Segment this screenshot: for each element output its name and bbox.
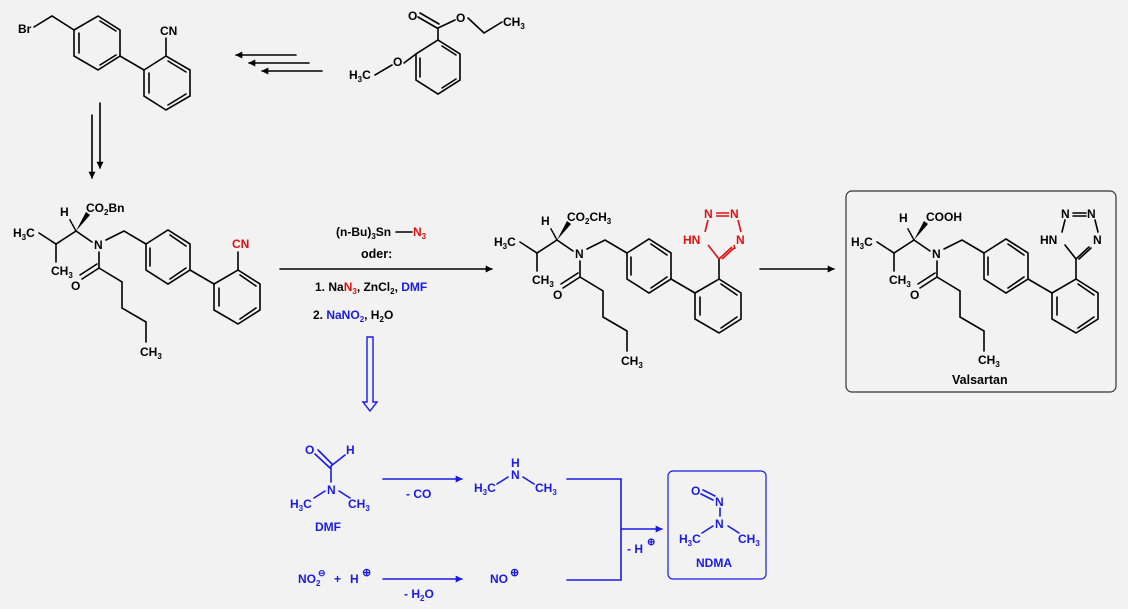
minus-charge: ⊖ [318,568,326,578]
dmf-ch3-label: CH3 [348,497,370,513]
h-label: H [60,205,69,219]
reagent-step-2: 2. NaNO2, H2O [313,308,393,324]
tetrazole-n2: N [730,207,739,221]
carbonyl-o-label: O [408,9,417,23]
minus-h-label: - H [627,542,643,556]
ch3-label: CH3 [532,273,554,289]
h3c-label: H3C [494,235,516,251]
dimethylamine-structure: H N H3C CH3 [474,456,557,497]
dmf-structure: O H N H3C CH3 DMF [290,443,370,534]
co2ch3-label: CO2CH3 [567,210,612,226]
minus-h-charge: ⊕ [647,537,655,548]
h-label: H [541,214,550,228]
butyl-ch3-label: CH3 [140,345,162,361]
n-label: N [94,238,103,252]
minus-co-label: - CO [406,487,431,501]
nitrosonium-label: NO [490,572,508,586]
tetrazole-n2: N [1087,207,1096,221]
br-label: Br [18,22,32,36]
ndma-box: O N N H3C CH3 NDMA [667,470,767,580]
dmf-h3c-label: H3C [290,497,312,513]
cooh-label: COOH [926,210,962,224]
multistep-arrow-left [235,51,323,75]
co2bn-label: CO2Bn [86,201,124,217]
amine-ch3-label: CH3 [535,481,557,497]
h3c-label: H3C [851,235,873,251]
proton-h: H [350,572,359,586]
butyl-ch3-label: CH3 [621,354,643,370]
ch3-label: CH3 [51,264,73,280]
ndma-o-label: O [691,484,700,498]
ethyl-2-methoxybenzoate: O O CH3 O H3C [349,9,525,95]
valsartan-box: H3C CH3 H COOH N O CH3 N N N HN Valsarta… [845,190,1117,393]
minus-h2o-label: - H2O [404,587,434,603]
amine-h-label: H [511,456,520,470]
ndma-n1-label: N [715,495,724,509]
tetrazole-n3: N [736,233,745,247]
nitrosonium-charge: ⊕ [510,567,519,579]
methoxy-h3c-label: H3C [349,68,371,84]
reagent-tributyltin-azide: (n-Bu)3Sn [336,225,391,241]
methoxy-o-label: O [393,55,402,69]
intermediate-benzyl-ester-nitrile: H3C CH3 H CO2Bn N O CH3 CN [13,201,261,361]
tetrazole-n1: N [1061,207,1070,221]
valsartan-name: Valsartan [952,373,1008,387]
butyl-ch3-label: CH3 [978,353,1000,369]
ndma-ch3-label: CH3 [738,532,760,548]
ethyl-ch3-label: CH3 [503,15,525,31]
n-label: N [575,247,584,261]
tetrazole-formation-arrow: (n-Bu)3Sn N3 oder: 1. NaN3, ZnCl2, DMF 2… [279,225,493,324]
intermediate-methyl-ester-tetrazole: H3C CH3 H CO2CH3 N O CH3 N N N HN [494,207,745,370]
reagent-step-1: 1. NaN3, ZnCl2, DMF [315,280,427,296]
dmf-n-label: N [327,483,336,497]
ndma-n2-label: N [715,517,724,531]
tetrazole-hn: HN [683,233,700,247]
ndma-h3c-label: H3C [679,532,701,548]
o-label: O [910,288,919,302]
oder-label: oder: [361,247,392,261]
o-label: O [71,279,80,293]
reagent-azide: N3 [413,225,427,241]
combining-bracket: - H ⊕ [566,478,663,581]
ndma-name: NDMA [696,556,732,570]
plus-charge: ⊕ [362,567,371,579]
h3c-label: H3C [13,226,35,242]
tetrazole-n3: N [1093,233,1102,247]
dmf-o-label: O [305,443,314,457]
amine-n-label: N [511,468,520,482]
o-label: O [553,288,562,302]
plus-sign: + [334,572,341,586]
multistep-arrow-down [88,102,104,179]
h-label: H [899,211,908,225]
cn-label: CN [160,24,177,38]
tetrazole-n1: N [704,207,713,221]
cn-label-red: CN [232,237,249,251]
tetrazole-hn: HN [1040,233,1057,247]
bromomethyl-biphenyl-carbonitrile: Br CN [18,15,191,111]
ester-o-label: O [456,11,465,25]
dmf-h-label: H [346,443,355,457]
amine-h3c-label: H3C [474,481,496,497]
nitrite-label: NO2 [298,572,321,588]
n-label: N [932,247,941,261]
ch3-label: CH3 [889,273,911,289]
mechanism-hollow-arrow [361,336,379,413]
nitrite-protonation: NO2 ⊖ + H ⊕ [298,567,371,588]
dmf-name: DMF [315,520,341,534]
